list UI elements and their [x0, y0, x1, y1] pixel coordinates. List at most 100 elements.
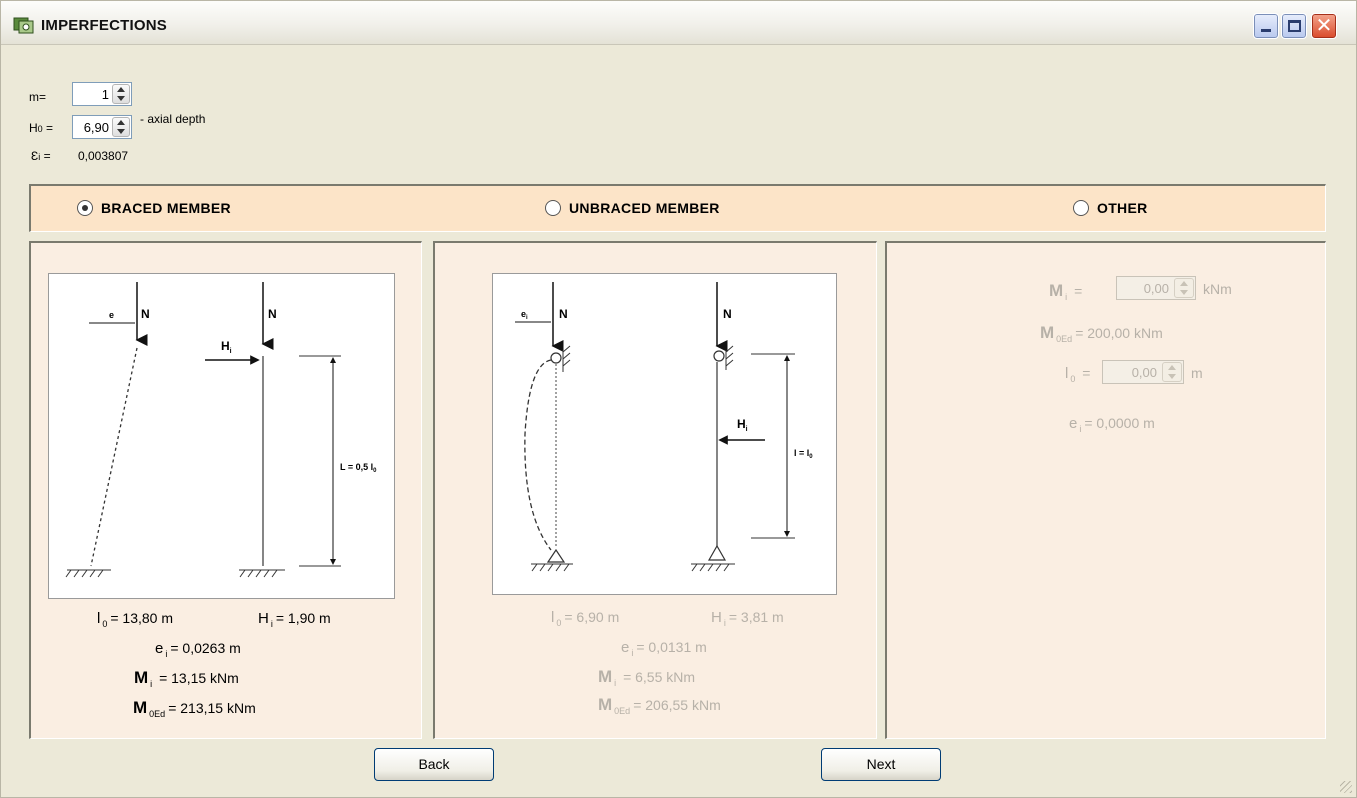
other-ei-value: = 0,0000 m: [1084, 415, 1155, 431]
title-bar[interactable]: IMPERFECTIONS ✕: [1, 1, 1356, 45]
other-l0-symbol: l: [1065, 365, 1069, 382]
inclined-member-dashed: [90, 347, 138, 567]
h0-description: - axial depth: [140, 112, 206, 126]
other-mi-symbol: M: [1049, 281, 1064, 300]
h0-value: 6,90: [83, 120, 109, 135]
unbraced-hi-value: = 3,81 m: [728, 609, 784, 625]
braced-radio[interactable]: [77, 200, 93, 216]
back-button[interactable]: Back: [374, 748, 494, 781]
fig-hi-symbol: H: [737, 417, 746, 431]
bottom-pin-left: [546, 548, 566, 563]
other-l0-unit: m: [1191, 365, 1203, 381]
h0-stepper-arrows-icon[interactable]: [112, 117, 130, 137]
unbraced-option-label[interactable]: UNBRACED MEMBER: [569, 200, 720, 216]
fig-l-text: L = 0,5 l: [340, 462, 373, 472]
fig-e-label: e: [109, 310, 114, 320]
braced-mi-sub: i: [150, 679, 153, 689]
base-hatch-left: [531, 563, 573, 572]
unbraced-member-diagram: ei N N Hi l = l0: [492, 273, 837, 595]
fig-ei-sub: i: [526, 315, 528, 321]
braced-med-symbol: M: [133, 698, 148, 717]
other-mi-stepper-arrows-icon[interactable]: [1174, 278, 1194, 298]
fig-n-label-left: N: [141, 307, 150, 321]
braced-option-label[interactable]: BRACED MEMBER: [101, 200, 231, 216]
close-button[interactable]: ✕: [1311, 13, 1337, 39]
unbraced-hi-sub: i: [723, 618, 726, 628]
fig-hi-sub: i: [746, 426, 748, 433]
next-button[interactable]: Next: [821, 748, 941, 781]
braced-ei-symbol: e: [155, 640, 164, 657]
maximize-button[interactable]: [1281, 13, 1307, 39]
close-icon: ✕: [1315, 15, 1333, 37]
other-med-symbol: M: [1040, 323, 1055, 342]
base-hatch-right: [239, 569, 285, 578]
braced-l0-value: = 13,80 m: [110, 610, 174, 626]
fig-l-sub: 0: [373, 468, 377, 474]
other-l0-stepper-arrows-icon[interactable]: [1162, 362, 1182, 382]
top-pin-right: [713, 350, 725, 362]
eps-equals: =: [43, 149, 51, 163]
unbraced-radio[interactable]: [545, 200, 561, 216]
other-mi-stepper[interactable]: 0,00: [1116, 276, 1196, 300]
unbraced-diagram-svg: ei N N Hi l = l0: [515, 282, 813, 572]
braced-mi-symbol: M: [134, 668, 149, 687]
braced-hi-value: = 1,90 m: [275, 610, 331, 626]
eps-symbol: Ɛ: [31, 149, 39, 163]
other-option-label[interactable]: OTHER: [1097, 200, 1148, 216]
other-med-value: = 200,00 kNm: [1075, 325, 1163, 341]
fig-hi-label: Hi: [221, 339, 232, 355]
braced-ei-sub: i: [165, 649, 168, 659]
braced-l0-sub: 0: [102, 619, 108, 629]
m-stepper-arrows-icon[interactable]: [112, 84, 130, 104]
fig-ei-label: ei: [521, 309, 528, 321]
h0-stepper[interactable]: 6,90: [72, 115, 132, 139]
other-l0-input-value: 0,00: [1131, 365, 1157, 380]
top-support-hatch-right: [725, 345, 734, 370]
eps-label: Ɛi =: [31, 149, 51, 163]
unbraced-ei-sub: i: [631, 648, 634, 658]
m-label: m=: [29, 90, 47, 104]
m-stepper[interactable]: 1: [72, 82, 132, 106]
unbraced-mi-sub: i: [614, 678, 617, 688]
h0-label: H0 =: [29, 121, 53, 135]
unbraced-hi-symbol: H: [711, 609, 722, 626]
unbraced-med-value: = 206,55 kNm: [633, 697, 721, 713]
other-l0-equals: =: [1082, 365, 1091, 381]
member-type-bar: BRACED MEMBER UNBRACED MEMBER OTHER: [29, 184, 1326, 232]
fig-l-label: l = l0: [794, 448, 813, 460]
fig-n-label-left: N: [559, 307, 568, 321]
other-l0-stepper[interactable]: 0,00: [1102, 360, 1184, 384]
unbraced-med-sub: 0Ed: [614, 706, 631, 716]
other-ei-sub: i: [1079, 424, 1082, 434]
app-icon: [13, 17, 34, 34]
braced-diagram-svg: e N N Hi L = 0,5 l0: [65, 282, 377, 578]
unbraced-l0-sub: 0: [556, 618, 562, 628]
other-radio[interactable]: [1073, 200, 1089, 216]
other-mi-equals: =: [1074, 283, 1083, 299]
base-hatch-left: [65, 569, 111, 578]
eps-value: 0,003807: [78, 149, 129, 163]
fig-ei-symbol: e: [521, 309, 526, 319]
fig-l-label: L = 0,5 l0: [340, 462, 377, 474]
resize-grip-icon[interactable]: [1340, 781, 1352, 793]
fig-hi-sub: i: [230, 348, 232, 355]
m-value: 1: [101, 87, 109, 102]
braced-mi-value: = 13,15 kNm: [159, 670, 239, 686]
minimize-button[interactable]: [1253, 13, 1279, 39]
unbraced-mi-symbol: M: [598, 667, 613, 686]
minimize-icon: [1261, 29, 1271, 32]
braced-hi-symbol: H: [258, 610, 269, 627]
other-mi-sub: i: [1065, 292, 1068, 302]
